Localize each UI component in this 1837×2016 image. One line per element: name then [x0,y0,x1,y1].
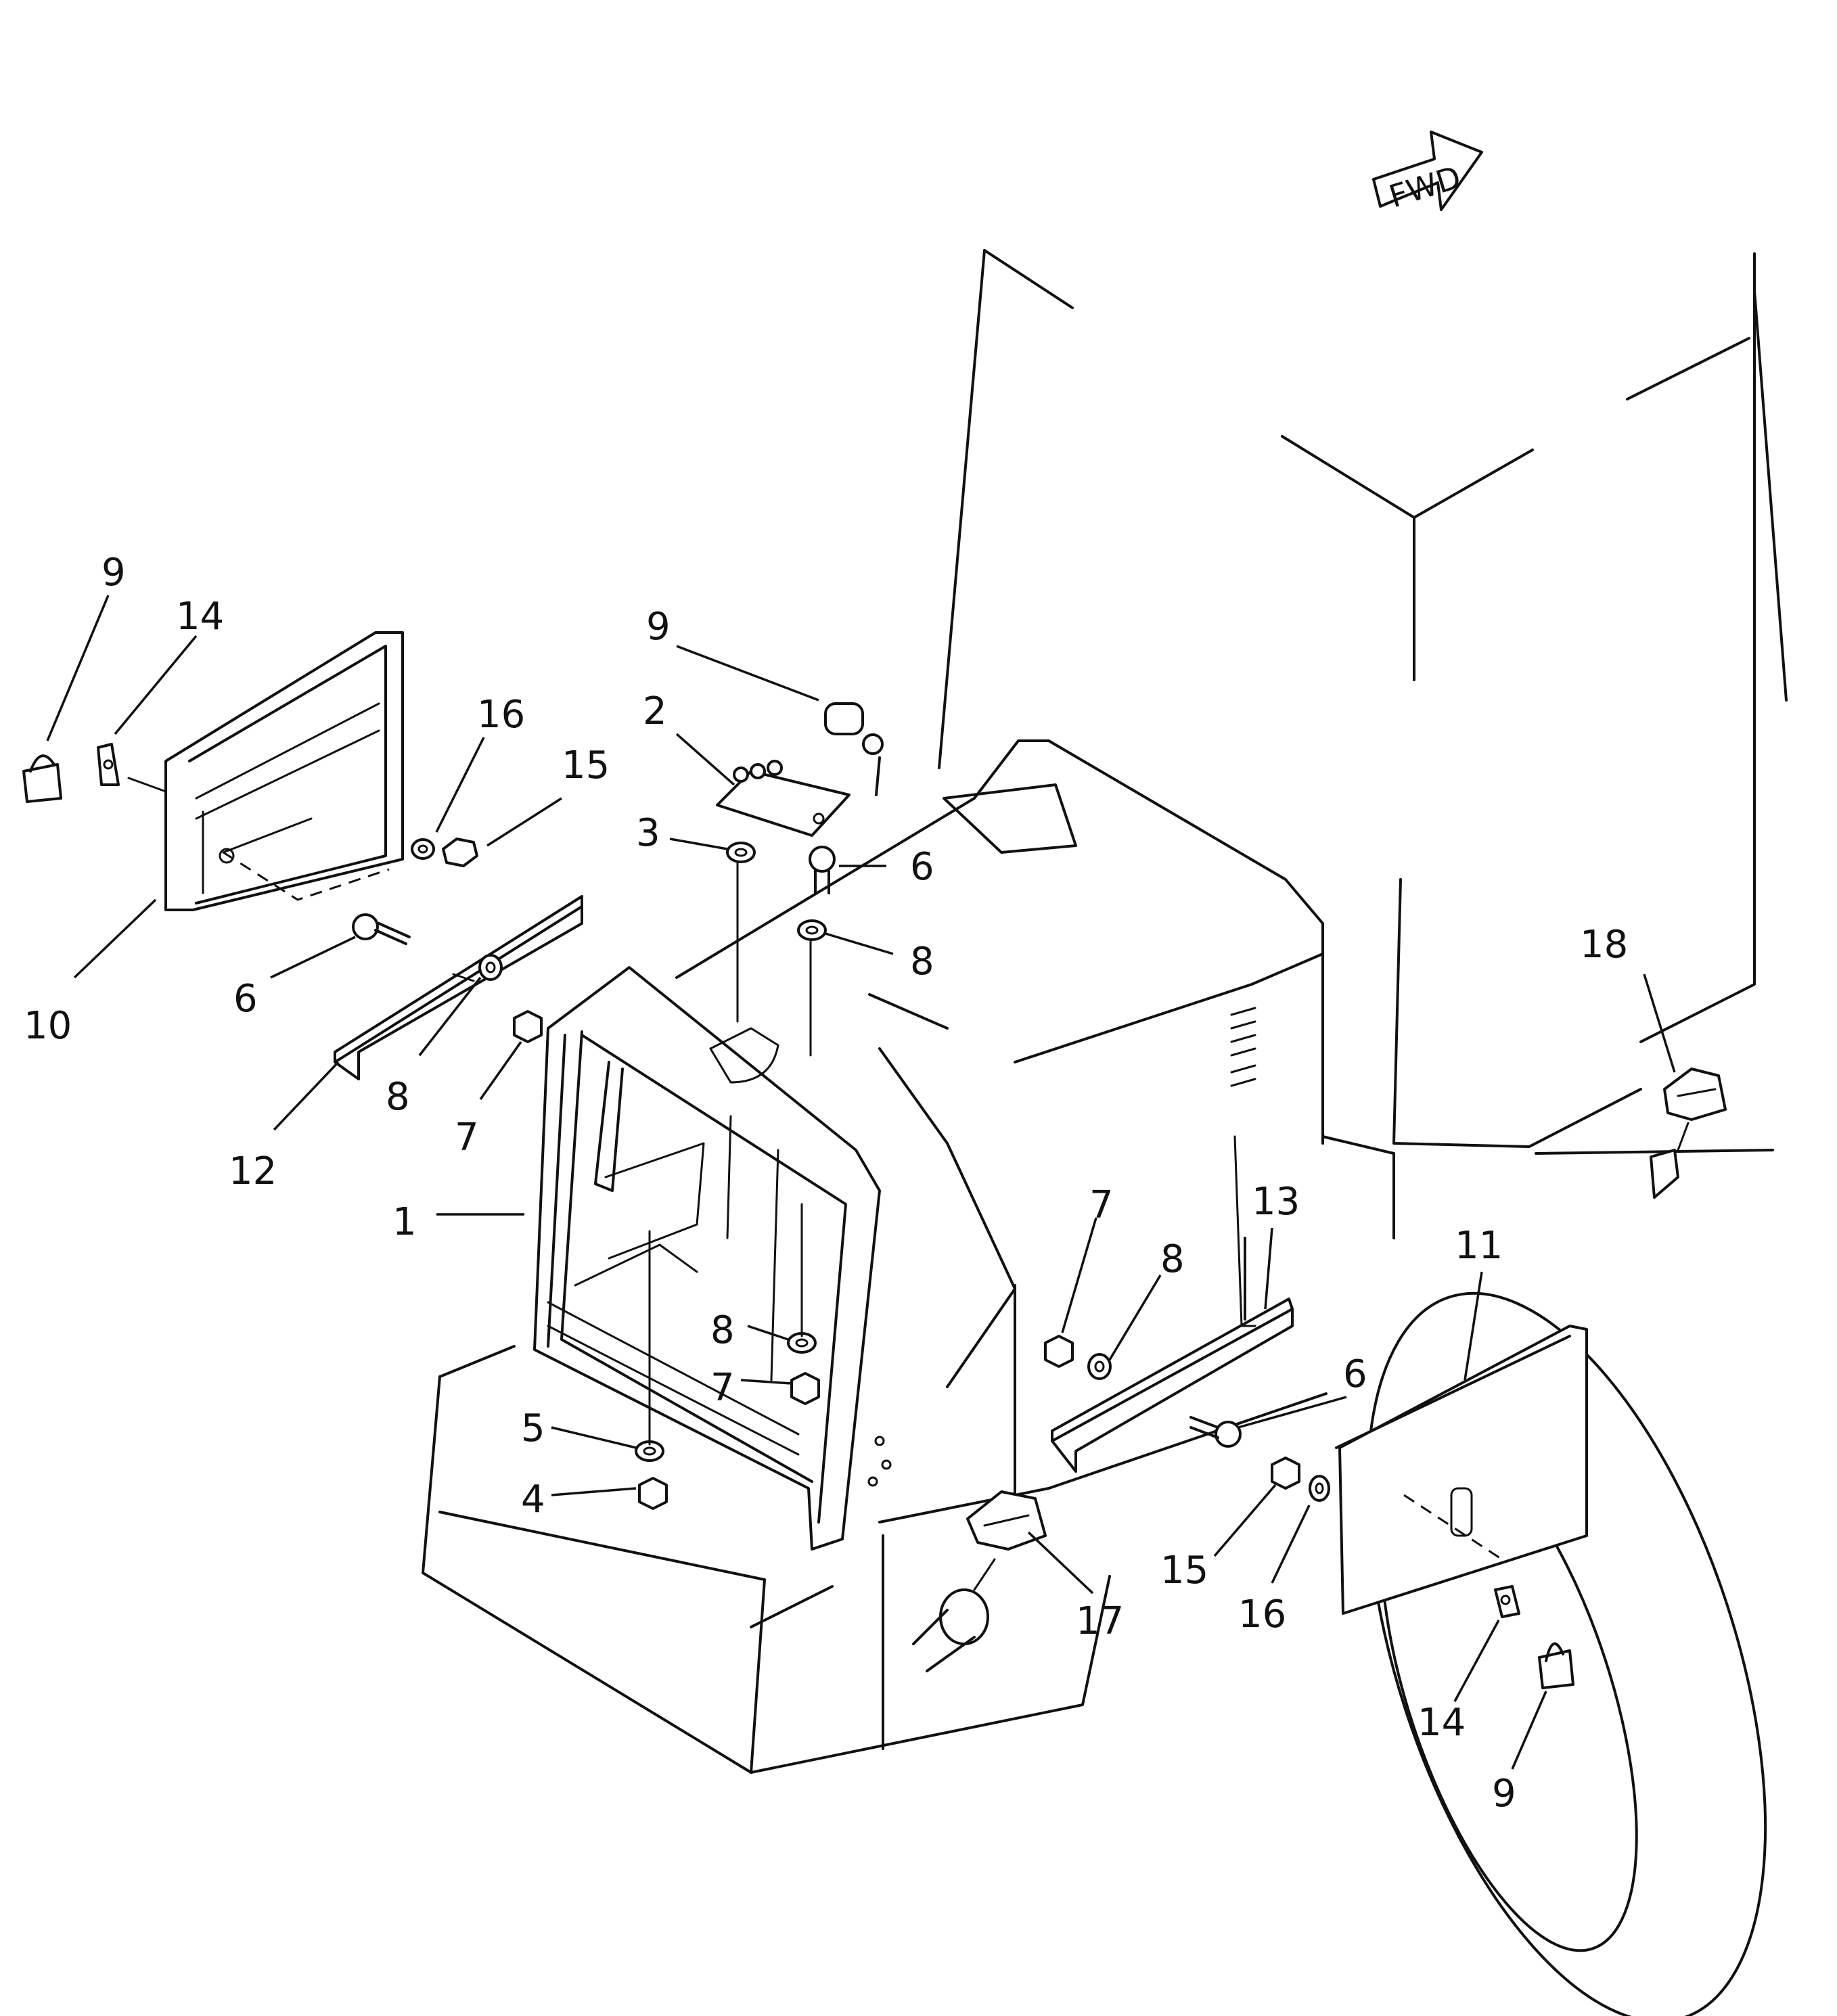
assembly-lines [127,777,1689,1591]
callout-8: 8 [1160,1237,1185,1281]
callout-6: 6 [1343,1352,1367,1396]
fwd-arrow: FWD [1372,131,1483,215]
callout-11: 11 [1455,1224,1503,1268]
callouts: 9 14 16 15 10 6 12 8 7 9 2 3 6 8 1 8 7 5… [24,551,1628,1816]
washers-and-nuts [411,838,1330,1510]
callout-9: 9 [101,551,126,595]
latch-right-icon [1494,1585,1520,1618]
callout-3: 3 [636,811,660,855]
latch-left-icon [97,743,120,786]
callout-10: 10 [24,1004,72,1048]
eye-bolt-top-icon [809,846,836,894]
callout-6: 6 [910,845,934,889]
callout-1: 1 [392,1200,417,1244]
lamp-18-icon [1650,1068,1727,1199]
callout-7: 7 [1089,1183,1114,1227]
part-12-left-rail [334,895,583,1080]
callout-9: 9 [1492,1772,1516,1816]
lower-frame [422,1345,1328,1774]
callout-13: 13 [1252,1180,1300,1224]
part-11-right-door [1335,1325,1588,1615]
callout-8: 8 [710,1308,735,1352]
padlock-icon [22,754,62,803]
callout-14: 14 [1418,1701,1466,1745]
lamp-17-icon [912,1490,1047,1672]
leader-lines [46,595,1676,1770]
part-10-left-door [164,631,404,911]
callout-17: 17 [1076,1599,1124,1643]
callout-7: 7 [455,1116,479,1160]
callout-8: 8 [386,1075,410,1119]
part-1-front-housing [533,966,892,1551]
part-2-cover-plate [716,760,851,837]
callout-18: 18 [1580,923,1628,967]
callout-2: 2 [643,689,667,733]
part-13-right-rail [1051,1298,1294,1473]
callout-8: 8 [910,940,934,984]
padlock-right-icon [1538,1642,1574,1689]
callout-15: 15 [1160,1549,1208,1593]
eye-bolt-left-icon [352,913,411,945]
cab-outline [938,249,1788,1239]
callout-15: 15 [562,743,610,787]
padlock-with-key-icon [824,702,884,796]
callout-16: 16 [477,693,525,737]
callout-16: 16 [1238,1593,1286,1636]
fwd-label: FWD [1385,159,1465,215]
eye-bolt-right-icon [1189,1416,1242,1448]
engine-hood [675,739,1324,1496]
callout-5: 5 [521,1406,545,1450]
callout-12: 12 [229,1149,277,1193]
callout-9: 9 [646,605,671,649]
callout-6: 6 [233,977,258,1021]
callout-7: 7 [710,1366,735,1410]
callout-14: 14 [176,595,224,639]
callout-4: 4 [521,1477,545,1521]
